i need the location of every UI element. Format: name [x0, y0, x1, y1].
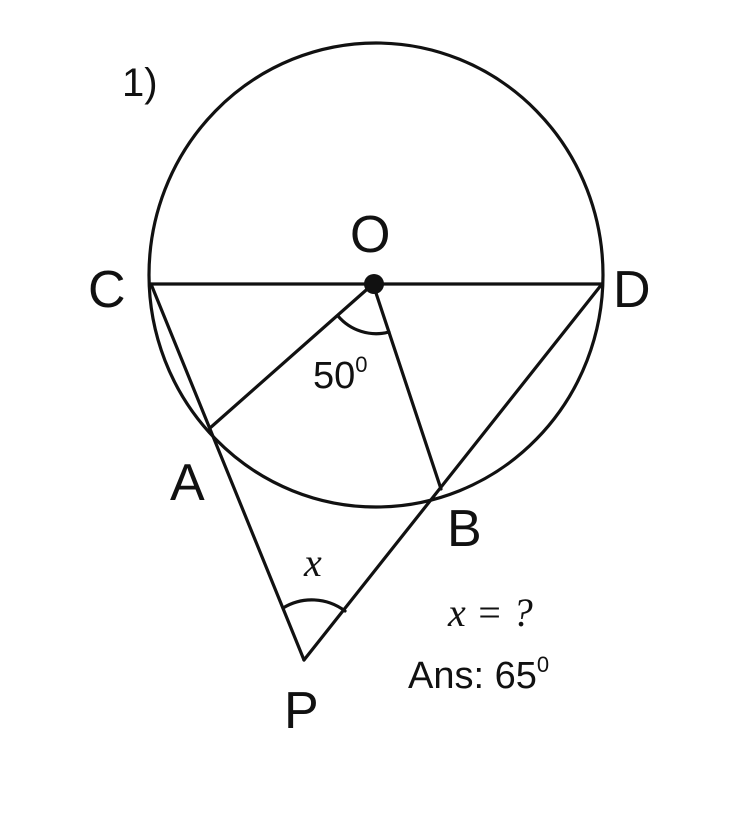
angle-arc-aob — [336, 314, 391, 336]
answer-degree: 0 — [537, 652, 549, 677]
label-b: B — [447, 500, 482, 558]
line-cp — [149, 282, 306, 662]
question-text: x = ? — [447, 590, 533, 635]
unknown-angle-label: x — [303, 540, 322, 585]
label-a: A — [170, 454, 205, 512]
label-c: C — [88, 261, 126, 319]
label-d: D — [613, 261, 651, 319]
label-o: O — [350, 206, 390, 264]
center-point-o — [364, 274, 384, 294]
line-dp — [302, 282, 604, 662]
circle — [147, 41, 605, 509]
given-angle-label: 500 — [313, 352, 368, 397]
answer-text: Ans: 650 — [408, 652, 549, 697]
answer-prefix: Ans: — [408, 655, 495, 697]
label-p: P — [284, 682, 319, 740]
given-angle-value: 50 — [313, 355, 355, 397]
radius-oa — [208, 282, 375, 430]
given-angle-degree: 0 — [355, 352, 367, 377]
problem-number: 1) — [122, 61, 158, 105]
radius-ob — [371, 282, 443, 491]
answer-value: 65 — [495, 655, 537, 697]
angle-arc-apb — [281, 598, 347, 613]
